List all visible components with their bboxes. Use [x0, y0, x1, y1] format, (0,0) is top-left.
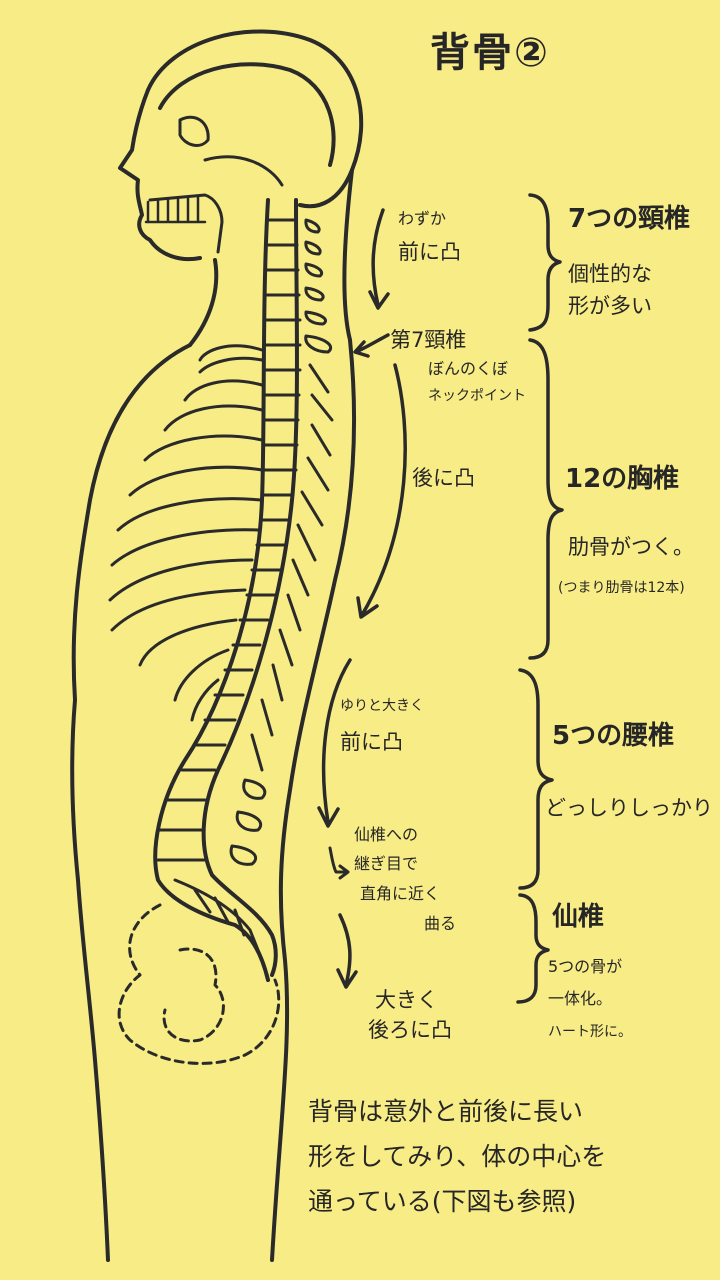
thoracic-curve-label: 後に凸	[412, 466, 475, 490]
sacral-desc-1: 5つの骨が	[548, 957, 623, 976]
page-title: 背骨②	[430, 30, 550, 76]
vertebrae	[156, 218, 302, 862]
sacrum-joint-line-3: 直角に近く	[360, 884, 441, 903]
arrow-thoracic-curve	[356, 363, 407, 619]
pelvis-outline	[117, 903, 281, 1065]
summary-line-2: 形をしてみり、体の中心を	[308, 1142, 607, 1171]
lumbar-curve-small-label: ゆりと大きく	[340, 698, 424, 714]
cheek-bone	[203, 155, 284, 187]
sacral-curve-line-1: 大きく	[375, 988, 438, 1012]
cervical-curve-label: 前に凸	[398, 240, 461, 264]
arrow-seventh-pointer	[353, 333, 390, 358]
arrow-sacral-curve	[336, 913, 358, 989]
spinous-processes	[229, 218, 334, 866]
jaw-bone	[148, 193, 224, 254]
skull-outline	[146, 29, 364, 209]
ribs	[108, 344, 264, 722]
arrow-cervical-curve	[368, 208, 390, 310]
thoracic-desc: 肋骨がつく。	[568, 535, 694, 559]
lumbar-heading: 5つの腰椎	[552, 721, 675, 751]
face-profile	[118, 88, 202, 261]
back-outline	[270, 338, 357, 1262]
sacrum-joint-line-2: 継ぎ目で	[354, 854, 419, 873]
sacral-desc-3: ハート形に。	[548, 1024, 632, 1040]
teeth	[144, 194, 207, 224]
seventh-vertebra-desc-1: ぼんのくぼ	[428, 359, 509, 378]
sacral-heading: 仙椎	[552, 902, 605, 932]
spine-back-edge	[201, 198, 299, 977]
cervical-curve-small-label: わずか	[398, 209, 447, 228]
neck-front-outline	[188, 258, 219, 347]
sacrum-joint-line-4: 曲る	[424, 914, 457, 933]
seventh-vertebra-desc-2: ネックポイント	[428, 388, 526, 404]
sacral-curve-line-2: 後ろに凸	[368, 1018, 452, 1042]
brace-cervical	[528, 193, 562, 332]
sacrum	[173, 878, 264, 962]
summary-line-3: 通っている(下図も参照)	[308, 1187, 577, 1216]
thoracic-note: (つまり肋骨は12本)	[558, 580, 685, 596]
cervical-desc-1: 個性的な	[568, 262, 652, 286]
summary-line-1: 背骨は意外と前後に長い	[308, 1097, 584, 1126]
arrow-lumbar-curve	[317, 658, 352, 828]
arrow-sacral-joint	[328, 846, 350, 880]
lumbar-curve-label: 前に凸	[340, 730, 403, 754]
seventh-vertebra-label: 第7頸椎	[390, 328, 467, 352]
lumbar-desc: どっしりしっかり	[545, 796, 713, 820]
neck-back-outline	[342, 168, 354, 342]
thoracic-heading: 12の胸椎	[565, 464, 680, 494]
sacrum-joint-line-1: 仙椎への	[354, 825, 419, 844]
chest-front-outline	[70, 343, 192, 1262]
brace-lumbar	[518, 668, 554, 890]
cervical-heading: 7つの頸椎	[568, 204, 691, 234]
brace-sacral	[516, 893, 550, 1004]
eye-socket	[178, 115, 210, 147]
brace-thoracic	[528, 338, 564, 660]
sacral-desc-2: 一体化。	[548, 989, 613, 1008]
skull-cranium-inner	[158, 62, 336, 167]
cervical-desc-2: 形が多い	[568, 294, 652, 318]
